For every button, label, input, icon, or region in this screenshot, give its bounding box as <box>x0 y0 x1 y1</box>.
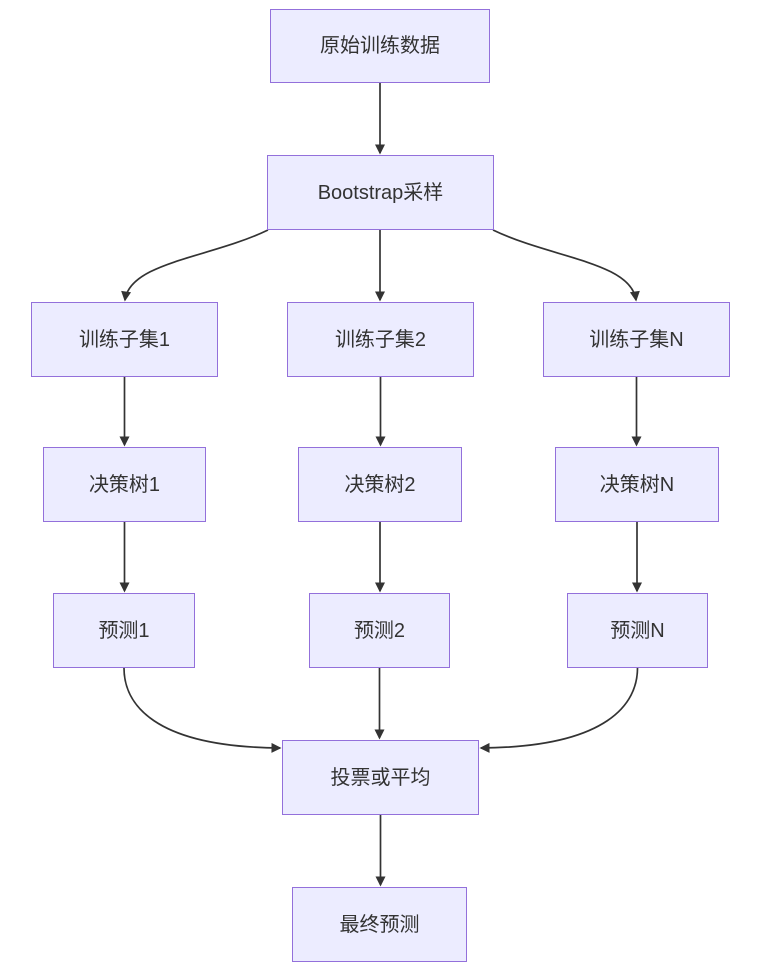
node-tree-2: 决策树2 <box>298 447 462 522</box>
node-tree-2-label: 决策树2 <box>344 473 416 496</box>
node-prediction-n-label: 预测N <box>610 619 665 642</box>
edge-bootstrap-to-subset-1 <box>121 229 269 302</box>
node-vote-or-average-label: 投票或平均 <box>330 766 431 789</box>
node-original-data-label: 原始训练数据 <box>320 35 440 57</box>
node-subset-n-label: 训练子集N <box>589 328 684 351</box>
edge-bootstrap-to-subset-n <box>492 229 640 302</box>
node-final-prediction: 最终预测 <box>292 887 467 962</box>
node-tree-1: 决策树1 <box>43 447 206 522</box>
node-prediction-1: 预测1 <box>53 593 195 668</box>
node-prediction-2-label: 预测2 <box>353 619 406 642</box>
node-tree-1-label: 决策树1 <box>88 473 161 496</box>
node-subset-1-label: 训练子集1 <box>78 328 171 351</box>
node-tree-n: 决策树N <box>555 447 719 522</box>
node-tree-n-label: 决策树N <box>599 473 675 496</box>
node-subset-2-label: 训练子集2 <box>334 328 427 351</box>
node-original-data: 原始训练数据 <box>270 9 490 83</box>
node-prediction-n: 预测N <box>567 593 708 668</box>
node-bootstrap-sampling-label: Bootstrap采样 <box>317 181 444 204</box>
node-prediction-2: 预测2 <box>309 593 450 668</box>
node-vote-or-average: 投票或平均 <box>282 740 479 815</box>
edge-prediction-n-to-vote <box>479 667 639 753</box>
node-subset-n: 训练子集N <box>543 302 730 377</box>
edge-prediction-1-to-vote <box>123 667 282 753</box>
node-bootstrap-sampling: Bootstrap采样 <box>267 155 494 230</box>
node-final-prediction-label: 最终预测 <box>339 913 420 936</box>
node-subset-1: 训练子集1 <box>31 302 218 377</box>
node-subset-2: 训练子集2 <box>287 302 474 377</box>
node-prediction-1-label: 预测1 <box>98 619 150 642</box>
